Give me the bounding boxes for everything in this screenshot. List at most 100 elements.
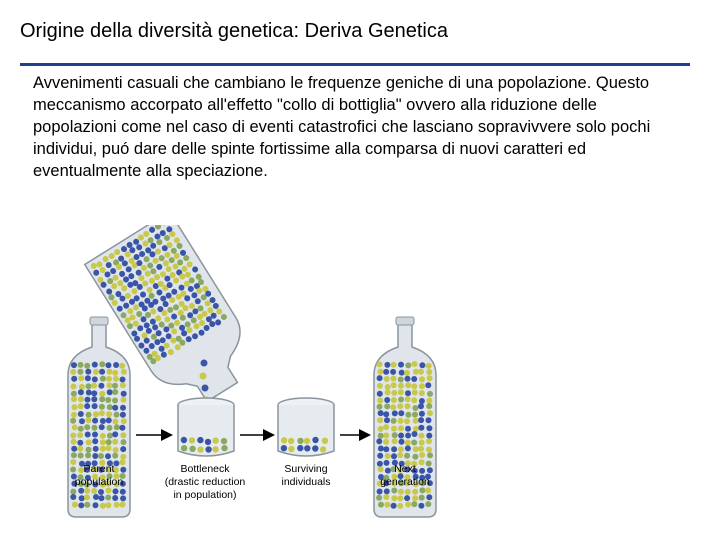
- individual-dot: [426, 425, 433, 432]
- individual-dot: [71, 396, 77, 403]
- individual-dot: [106, 460, 113, 467]
- individual-dot: [120, 396, 127, 403]
- individual-dot: [77, 425, 84, 432]
- individual-dot: [152, 324, 159, 331]
- individual-dot: [78, 487, 85, 494]
- individual-dot: [157, 306, 164, 313]
- individual-dot: [398, 432, 405, 439]
- individual-dot: [119, 480, 126, 487]
- individual-dot: [119, 295, 126, 302]
- individual-dot: [85, 383, 92, 390]
- individual-dot: [411, 460, 418, 467]
- individual-dot: [84, 481, 90, 488]
- individual-dot: [155, 315, 162, 322]
- individual-dot: [312, 436, 319, 444]
- individual-dot: [418, 390, 425, 397]
- slide-title: Origine della diversità genetica: Deriva…: [20, 20, 448, 42]
- individual-dot: [204, 438, 212, 446]
- individual-dot: [127, 281, 134, 288]
- individual-dot: [105, 502, 112, 509]
- svg-text:Next: Next: [394, 463, 416, 475]
- individual-dot: [404, 495, 411, 502]
- individual-dot: [418, 368, 424, 375]
- individual-dot: [152, 298, 159, 305]
- individual-dot: [105, 362, 112, 369]
- individual-dot: [166, 282, 173, 289]
- individual-dot: [391, 438, 398, 445]
- individual-dot: [397, 466, 404, 473]
- individual-dot: [143, 230, 150, 237]
- individual-dot: [71, 480, 78, 487]
- individual-dot: [427, 390, 433, 397]
- individual-dot: [165, 266, 172, 273]
- individual-dot: [167, 306, 174, 313]
- individual-dot: [391, 459, 398, 466]
- individual-dot: [179, 339, 186, 346]
- individual-dot: [205, 290, 212, 297]
- individual-dot: [398, 460, 405, 467]
- surviving-beaker: [277, 397, 335, 457]
- individual-dot: [159, 337, 166, 344]
- individual-dot: [419, 383, 425, 390]
- individual-dot: [128, 257, 135, 264]
- individual-dot: [390, 361, 397, 368]
- individual-dot: [391, 473, 398, 480]
- individual-dot: [154, 233, 161, 240]
- individual-dot: [391, 410, 398, 417]
- individual-dot: [164, 275, 171, 282]
- individual-dot: [93, 494, 99, 500]
- individual-dot: [85, 368, 92, 375]
- individual-dot: [114, 249, 121, 256]
- individual-dot: [158, 345, 165, 352]
- individual-dot: [158, 321, 165, 328]
- individual-dot: [128, 273, 135, 280]
- individual-dot: [187, 285, 194, 292]
- individual-dot: [84, 501, 91, 508]
- individual-dot: [411, 389, 418, 396]
- individual-dot: [123, 276, 130, 283]
- individual-dot: [419, 376, 425, 383]
- individual-dot: [155, 225, 162, 230]
- individual-dot: [136, 244, 143, 251]
- individual-dot: [175, 293, 182, 300]
- individual-dot: [70, 488, 77, 495]
- individual-dot: [377, 445, 384, 452]
- individual-dot: [376, 460, 383, 467]
- individual-dot: [131, 330, 138, 337]
- individual-dot: [119, 459, 126, 466]
- individual-dot: [187, 312, 194, 319]
- svg-text:(drastic reduction: (drastic reduction: [165, 476, 246, 488]
- individual-dot: [112, 495, 119, 501]
- individual-dot: [110, 268, 117, 275]
- individual-dot: [70, 390, 77, 397]
- individual-dot: [99, 432, 106, 439]
- individual-dot: [391, 495, 398, 502]
- individual-dot: [197, 446, 204, 453]
- individual-dot: [77, 452, 84, 459]
- individual-dot: [70, 473, 77, 480]
- individual-dot: [138, 342, 145, 349]
- individual-dot: [397, 376, 404, 383]
- individual-dot: [404, 396, 411, 403]
- individual-dot: [111, 283, 118, 290]
- individual-dot: [210, 312, 217, 319]
- individual-dot: [91, 466, 98, 473]
- individual-dot: [111, 299, 118, 306]
- individual-dot: [108, 252, 115, 259]
- individual-dot: [126, 241, 133, 248]
- bottleneck-diagram: Parent population Bottleneck (drastic re…: [67, 225, 437, 518]
- individual-dot: [133, 295, 140, 302]
- individual-dot: [164, 316, 171, 323]
- individual-dot: [221, 444, 228, 452]
- individual-dot: [419, 452, 426, 458]
- individual-dot: [194, 298, 201, 305]
- individual-dot: [132, 320, 139, 327]
- individual-dot: [91, 403, 98, 410]
- individual-dot: [404, 370, 410, 376]
- individual-dot: [78, 383, 85, 390]
- individual-dot: [411, 383, 418, 390]
- individual-dot: [397, 403, 404, 410]
- individual-dot: [148, 277, 155, 284]
- individual-dot: [197, 305, 204, 312]
- individual-dot: [144, 311, 151, 318]
